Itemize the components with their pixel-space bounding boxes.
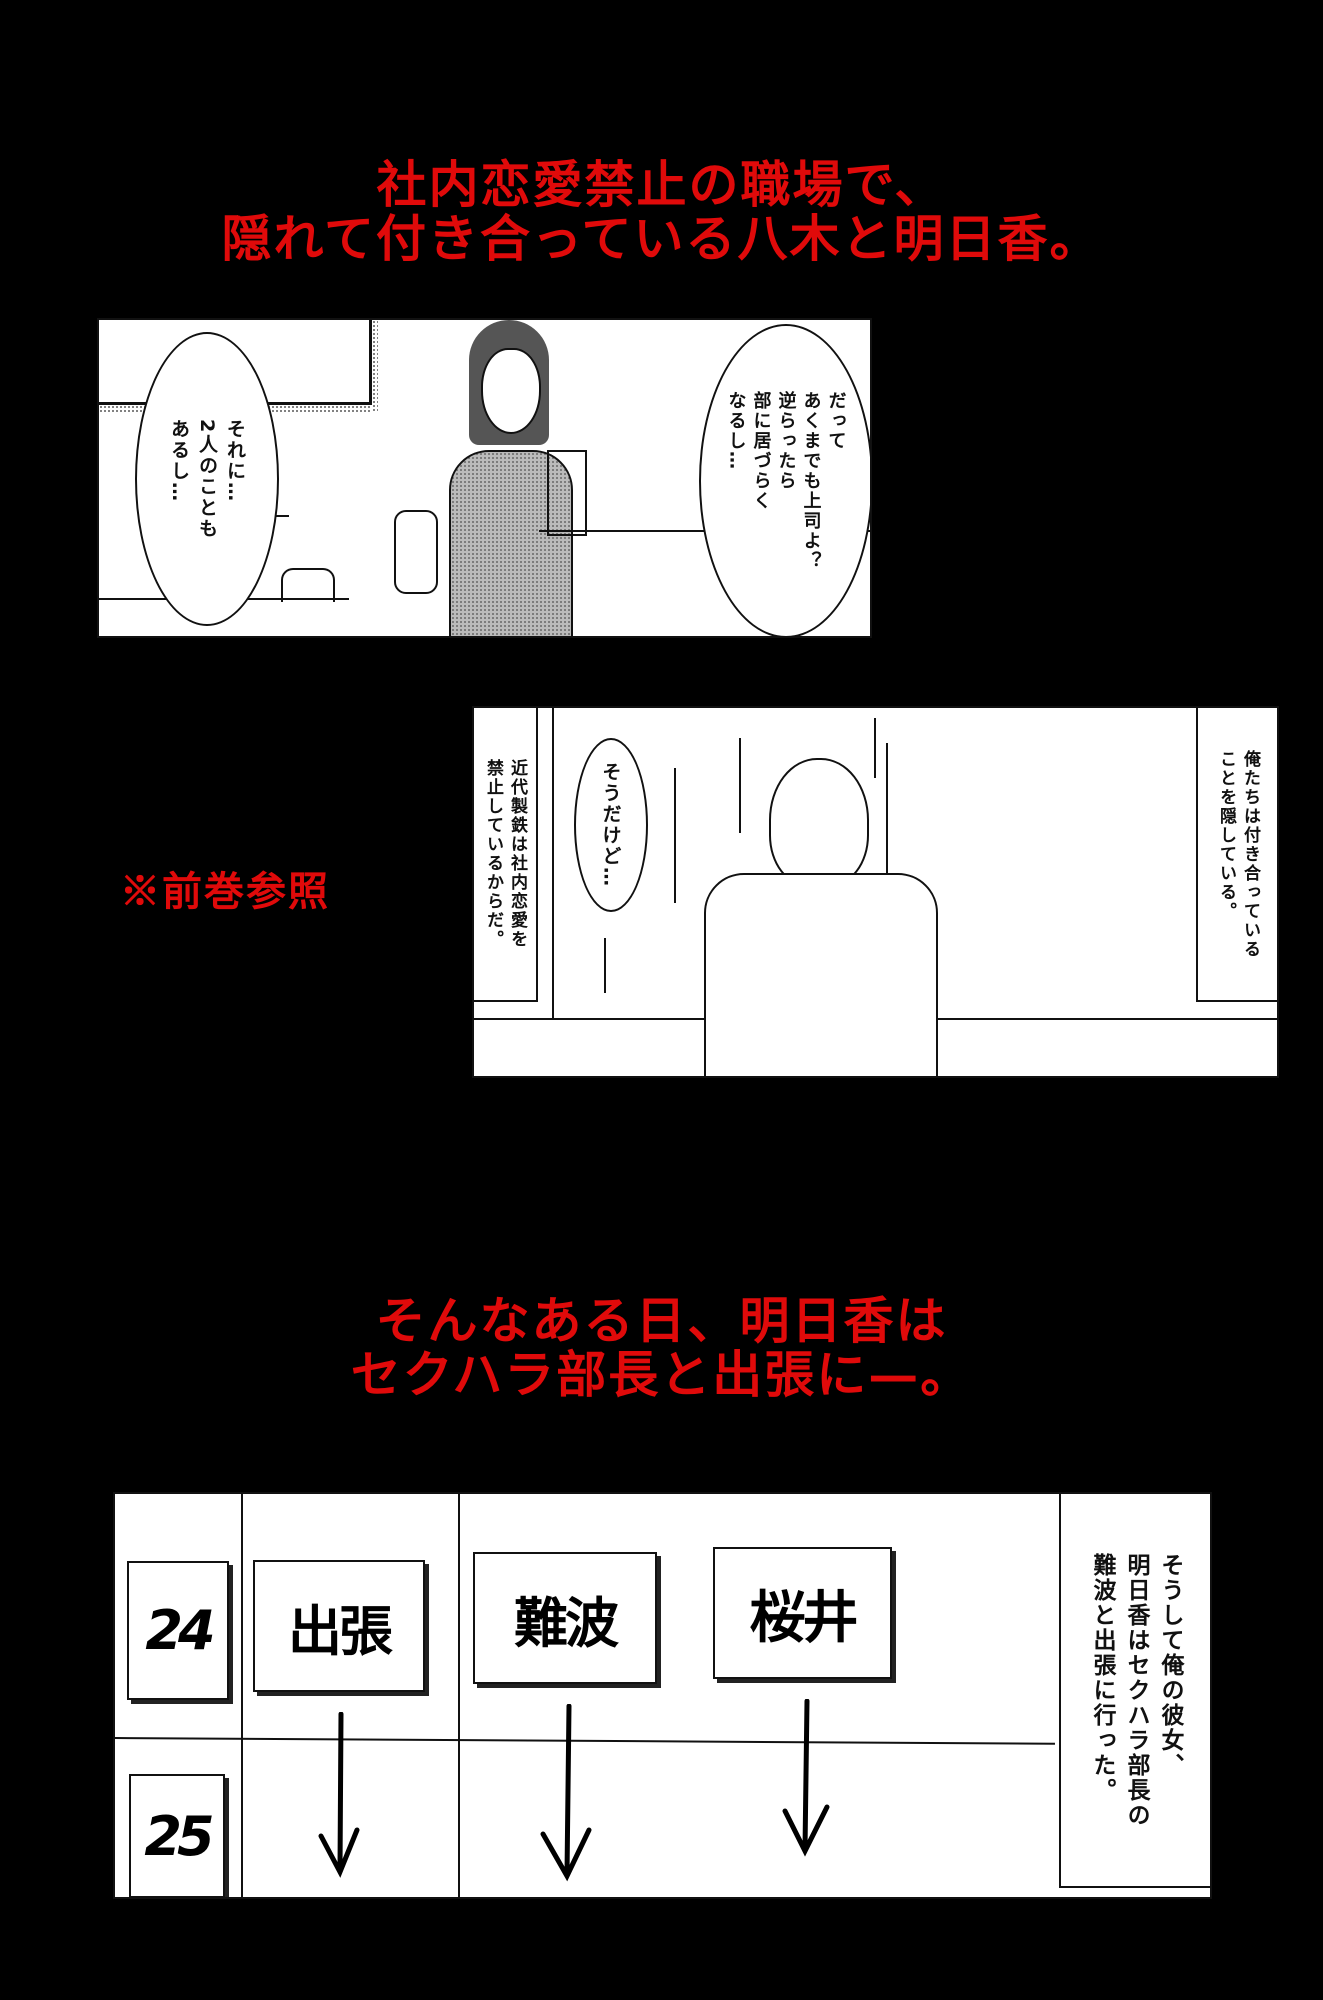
speech-line: なるし…: [725, 391, 747, 471]
man-head: [769, 758, 869, 887]
date-card-25: 25: [129, 1774, 225, 1897]
schedule-label: 出張: [288, 1599, 393, 1663]
wall-edge: [552, 708, 554, 1018]
narration-line: 禁止しているからだ。: [483, 759, 503, 949]
mood-line: [674, 768, 676, 903]
speech-bubble-left: それに… 2人のことも あるし…: [135, 332, 279, 626]
narration-line: 明日香はセクハラ部長の: [1123, 1552, 1149, 1828]
man-character: [684, 748, 964, 1076]
speech-line: 逆らったら: [775, 391, 797, 491]
speech-text-right: だって あくまでも上司よ？ 逆らったら 部に居づらく なるし…: [724, 391, 849, 571]
shelf-illustration: [547, 450, 587, 536]
window-shadow-side: [372, 320, 378, 413]
manga-panel-1: それに… 2人のことも あるし… だって あくまでも上司よ？ 逆らったら 部に居…: [97, 318, 872, 638]
narration-text-left: 近代製鉄は社内恋愛を 禁止しているからだ。: [481, 759, 529, 949]
woman-body: [449, 450, 573, 636]
speech-line: 2人のことも: [196, 418, 218, 540]
speech-line: あるし…: [168, 418, 190, 503]
date-card-24: 24: [127, 1561, 229, 1700]
narration-line: ことを隠している。: [1216, 749, 1236, 921]
schedule-card-namba: 難波: [473, 1552, 657, 1684]
speech-line: それに…: [224, 418, 246, 503]
schedule-card-sakurai: 桜井: [713, 1547, 892, 1679]
mood-line: [604, 938, 606, 993]
speech-text-left: それに… 2人のことも あるし…: [165, 419, 249, 539]
calendar-divider-v2: [458, 1494, 460, 1897]
window-frame-side: [369, 320, 372, 405]
narration-line: そうして俺の彼女、: [1157, 1552, 1183, 1778]
narration-text-right: 俺たちは付き合っている ことを隠している。: [1214, 750, 1262, 959]
narration-box-right: 俺たちは付き合っている ことを隠している。: [1196, 708, 1277, 1002]
mood-line: [739, 738, 741, 833]
down-arrow-icon: [782, 1699, 830, 1857]
woman-character: [339, 320, 599, 636]
mood-line: [886, 743, 888, 873]
speech-line: 部に居づらく: [750, 391, 772, 511]
middle-caption: そんなある日、明日香は セクハラ部長と出張に—。: [0, 1294, 1323, 1402]
speech-bubble: そうだけど…: [574, 738, 648, 912]
middle-caption-line1: そんなある日、明日香は: [375, 1291, 948, 1350]
down-arrow-icon: [540, 1704, 592, 1882]
schedule-label: 桜井: [749, 1585, 859, 1651]
date-label: 25: [144, 1804, 214, 1868]
schedule-card-business-trip: 出張: [253, 1560, 425, 1692]
header-caption-line2: 隠れて付き合っている八木と明日香。: [221, 209, 1102, 268]
middle-caption-line2: セクハラ部長と出張に—。: [350, 1345, 973, 1404]
woman-hand-with-cup: [394, 510, 438, 594]
narration-line: 近代製鉄は社内恋愛を: [507, 759, 527, 949]
down-arrow-icon: [318, 1712, 360, 1878]
previous-volume-note: ※前巻参照: [120, 868, 330, 915]
woman-face: [481, 348, 541, 434]
mood-line: [874, 718, 876, 778]
speech-line: あくまでも上司よ？: [800, 391, 822, 571]
narration-line: 難波と出張に行った。: [1089, 1552, 1115, 1803]
date-label: 24: [145, 1599, 215, 1662]
cups-illustration: [281, 568, 335, 602]
speech-line: だって: [825, 391, 847, 451]
calendar-panel: 24 25 出張 難波 桜井 そうして俺の彼女、 明日香はセクハラ部長の 難波と…: [113, 1492, 1212, 1899]
narration-text-calendar: そうして俺の彼女、 明日香はセクハラ部長の 難波と出張に行った。: [1085, 1553, 1187, 1828]
man-shirt: [704, 873, 938, 1076]
manga-panel-2: 近代製鉄は社内恋愛を 禁止しているからだ。 そうだけど… 俺たちは付き合っている…: [472, 706, 1279, 1078]
speech-bubble-right: だって あくまでも上司よ？ 逆らったら 部に居づらく なるし…: [699, 324, 870, 636]
narration-box-left: 近代製鉄は社内恋愛を 禁止しているからだ。: [474, 708, 538, 1002]
narration-box-calendar: そうして俺の彼女、 明日香はセクハラ部長の 難波と出張に行った。: [1059, 1494, 1210, 1888]
calendar-divider-v1: [241, 1494, 243, 1897]
header-caption: 社内恋愛禁止の職場で、 隠れて付き合っている八木と明日香。: [0, 158, 1323, 266]
header-caption-line1: 社内恋愛禁止の職場で、: [376, 155, 947, 214]
speech-text: そうだけど…: [599, 762, 622, 888]
schedule-label: 難波: [514, 1591, 619, 1655]
narration-line: 俺たちは付き合っている: [1240, 749, 1260, 959]
